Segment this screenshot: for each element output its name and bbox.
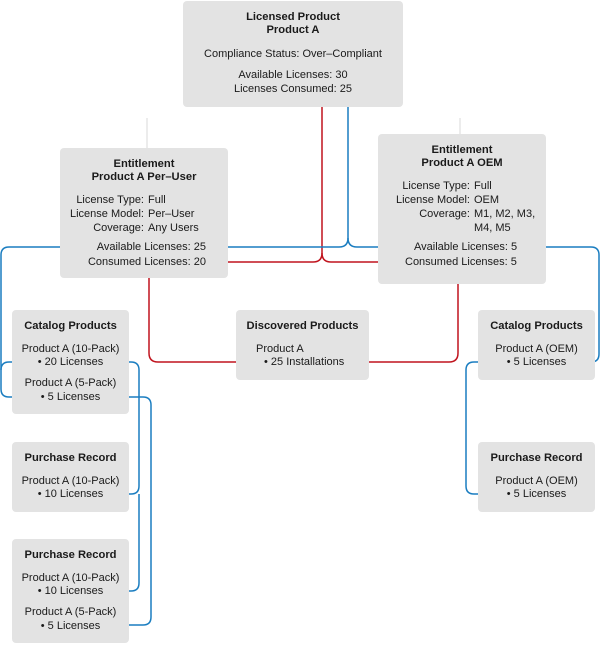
- blue-link-purchase2b-to-catalog: [113, 396, 152, 626]
- catalog-item-qty: • 5 Licenses: [40, 391, 101, 403]
- coverage-value-line2: M4, M5: [474, 222, 511, 234]
- purchase-item-qty: • 10 Licenses: [37, 585, 104, 597]
- entitlement-title: Entitlement: [113, 158, 175, 170]
- red-link-oem-to-licensed: [321, 252, 397, 263]
- blue-link-purchase-right-to-catalog: [465, 361, 510, 495]
- catalog-title: Catalog Products: [490, 320, 583, 332]
- red-link-discovered-to-oem: [355, 274, 459, 363]
- licensed-product-box: Licensed Product Product A Compliance St…: [183, 1, 403, 107]
- catalog-item-qty: • 20 Licenses: [37, 356, 104, 368]
- purchase-title: Purchase Record: [490, 452, 583, 464]
- licensed-product-title: Licensed Product: [246, 11, 340, 23]
- catalog-title: Catalog Products: [24, 320, 117, 332]
- discovered-products-box: Discovered Products Product A • 25 Insta…: [236, 310, 369, 380]
- license-type-label: License Type:: [76, 194, 144, 206]
- entitlement-peruser-box: Entitlement Product A Per–User License T…: [60, 148, 228, 278]
- consumed-licenses: Consumed Licenses: 20: [87, 256, 206, 268]
- entitlement-name: Product A OEM: [421, 157, 503, 169]
- coverage-value: Any Users: [148, 222, 199, 234]
- catalog-item-name: Product A (10-Pack): [21, 343, 120, 355]
- available-licenses: Available Licenses: 25: [96, 241, 206, 253]
- red-link-discovered-to-peruser: [148, 274, 355, 363]
- purchase-item-qty: • 10 Licenses: [37, 488, 104, 500]
- purchase-title: Purchase Record: [24, 549, 117, 561]
- blue-link-purchase2a-to-catalog: [112, 494, 140, 592]
- license-model-label: License Model:: [396, 194, 470, 206]
- entitlement-title: Entitlement: [431, 144, 493, 156]
- license-type-label: License Type:: [402, 180, 470, 192]
- license-model-value: Per–User: [148, 208, 195, 220]
- license-type-value: Full: [474, 180, 492, 192]
- blue-link-purchase1-to-catalog: [113, 361, 140, 495]
- purchase-record-box: Purchase Record Product A (10-Pack) • 10…: [12, 442, 129, 512]
- license-model-value: OEM: [474, 194, 500, 206]
- purchase-item-name: Product A (OEM): [495, 475, 578, 487]
- entitlement-name: Product A Per–User: [91, 171, 197, 183]
- catalog-item-name: Product A (5-Pack): [24, 377, 117, 389]
- purchase-record-right-box: Purchase Record Product A (OEM) • 5 Lice…: [478, 442, 595, 512]
- purchase-item-name: Product A (5-Pack): [24, 606, 117, 618]
- available-licenses: Available Licenses: 5: [414, 241, 518, 253]
- licensed-product-name: Product A: [266, 24, 320, 36]
- purchase-title: Purchase Record: [24, 452, 117, 464]
- discovered-title: Discovered Products: [246, 320, 359, 332]
- blue-link-catalog-item1: [0, 361, 35, 371]
- discovered-item-qty: • 25 Installations: [264, 356, 345, 368]
- coverage-label: Coverage:: [419, 208, 470, 220]
- licensed-consumed: Licenses Consumed: 25: [233, 83, 352, 95]
- catalog-item-qty: • 5 Licenses: [506, 356, 567, 368]
- purchase-item-name: Product A (10-Pack): [21, 572, 120, 584]
- catalog-products-right-box: Catalog Products Product A (OEM) • 5 Lic…: [478, 310, 595, 380]
- blue-link-oem-to-licensed: [347, 237, 402, 248]
- license-model-label: License Model:: [70, 208, 144, 220]
- purchase-item-name: Product A (10-Pack): [21, 475, 120, 487]
- consumed-licenses: Consumed Licenses: 5: [405, 256, 517, 268]
- compliance-status: Compliance Status: Over–Compliant: [204, 48, 382, 60]
- catalog-item-name: Product A (OEM): [495, 343, 578, 355]
- entitlement-oem-box: Entitlement Product A OEM License Type: …: [378, 134, 546, 284]
- discovered-item-name: Product A: [256, 343, 304, 355]
- catalog-products-left-box: Catalog Products Product A (10-Pack) • 2…: [12, 310, 129, 414]
- coverage-label: Coverage:: [93, 222, 144, 234]
- license-type-value: Full: [148, 194, 166, 206]
- licensed-available: Available Licenses: 30: [238, 69, 348, 81]
- purchase-item-qty: • 5 Licenses: [40, 620, 101, 632]
- blue-link-catalog-to-peruser: [0, 246, 76, 398]
- purchase-item-qty: • 5 Licenses: [506, 488, 567, 500]
- coverage-value-line1: M1, M2, M3,: [474, 208, 536, 220]
- purchase-record-box: Purchase Record Product A (10-Pack) • 10…: [12, 539, 129, 643]
